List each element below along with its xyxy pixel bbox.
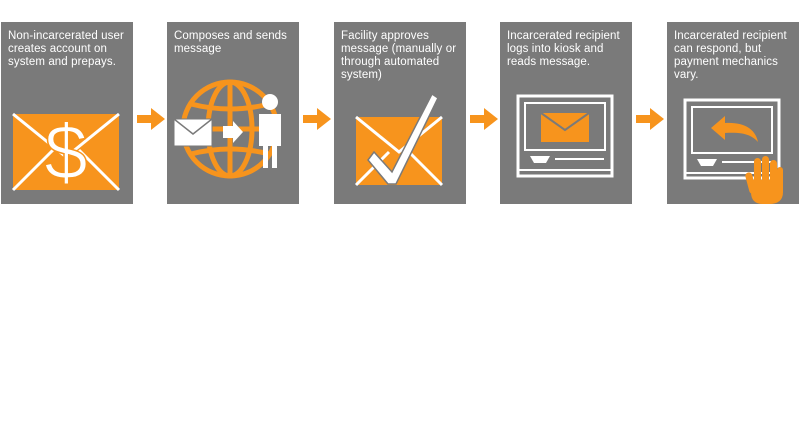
envelope-dollar-icon: $ bbox=[11, 107, 121, 197]
svg-text:$: $ bbox=[44, 108, 87, 196]
arrow-right-icon bbox=[636, 108, 664, 130]
arrow-3 bbox=[470, 108, 498, 130]
step-label: Facility approves message (manually or t… bbox=[341, 30, 457, 81]
step-compose-send: Composes and sends message bbox=[167, 22, 299, 204]
kiosk-reply-hand-icon bbox=[683, 98, 783, 204]
arrow-right-icon bbox=[303, 108, 331, 130]
step-respond: Incarcerated recipient can respond, but … bbox=[667, 22, 799, 204]
arrow-4 bbox=[636, 108, 664, 130]
arrow-2 bbox=[303, 108, 331, 130]
step-create-account: Non-incarcerated user creates account on… bbox=[1, 22, 133, 204]
step-label: Incarcerated recipient logs into kiosk a… bbox=[507, 30, 620, 68]
envelope-checkmark-icon bbox=[354, 92, 444, 187]
arrow-right-icon bbox=[137, 108, 165, 130]
step-kiosk-read: Incarcerated recipient logs into kiosk a… bbox=[500, 22, 632, 204]
arrow-1 bbox=[137, 108, 165, 130]
step-label: Composes and sends message bbox=[174, 30, 288, 55]
step-facility-approves: Facility approves message (manually or t… bbox=[334, 22, 466, 204]
step-label: Non-incarcerated user creates account on… bbox=[8, 30, 124, 68]
globe-send-to-person-icon bbox=[173, 79, 281, 179]
arrow-right-icon bbox=[470, 108, 498, 130]
step-label: Incarcerated recipient can respond, but … bbox=[674, 30, 787, 81]
kiosk-message-icon bbox=[516, 94, 614, 178]
